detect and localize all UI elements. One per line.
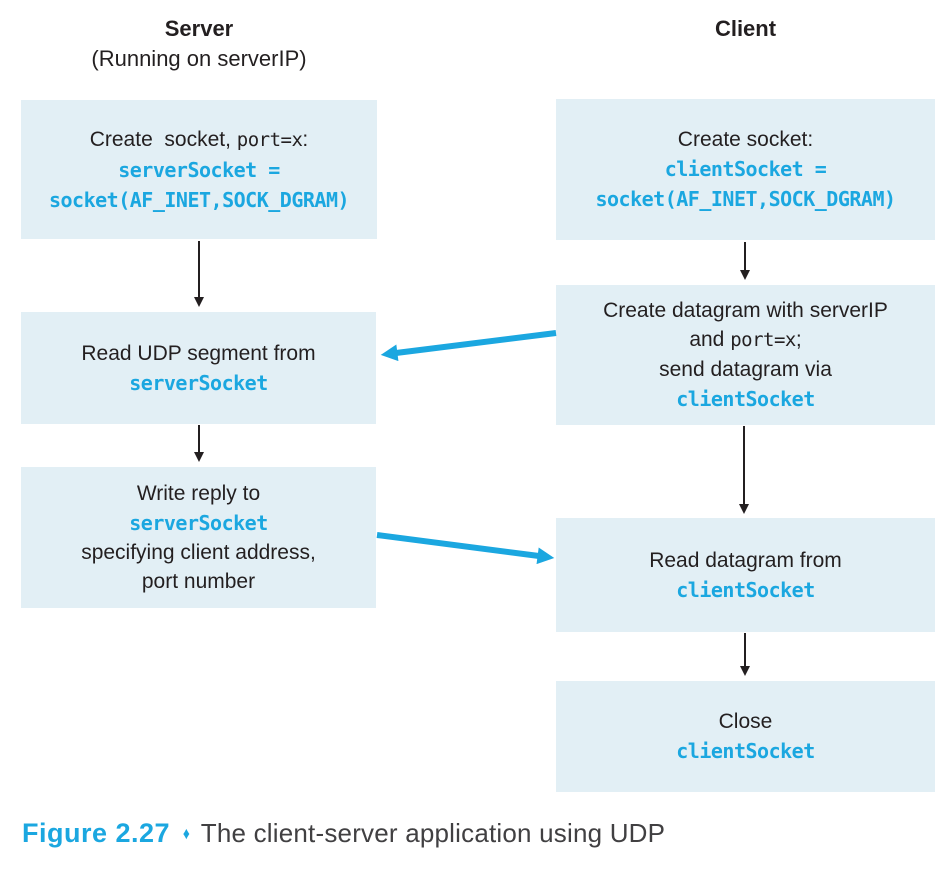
server-create-text: Create socket, <box>89 127 237 151</box>
server-column-title: Server (Running on serverIP) <box>21 14 377 74</box>
figure-caption-label: Figure 2.27 <box>22 818 171 848</box>
server-read-text: Read UDP segment from <box>81 341 316 365</box>
client-close-text: Close <box>718 710 773 733</box>
server-create-socket-box: Create socket, port=x: serverSocket = so… <box>21 100 377 239</box>
client-close-socket-code: clientSocket <box>676 739 815 763</box>
server-socket-call-code: socket(AF_INET,SOCK_DGRAM) <box>48 187 350 212</box>
server-write-text: Write reply to <box>136 482 261 505</box>
client-create-socket-box: Create socket: clientSocket = socket(AF_… <box>556 99 935 240</box>
client-datagram-socket-code: clientSocket <box>676 387 815 411</box>
arrow-client-request-to-server <box>380 330 557 362</box>
server-subtitle: (Running on serverIP) <box>91 46 307 71</box>
server-read-socket-code: serverSocket <box>129 370 268 395</box>
server-create-port-code: port=x <box>236 128 303 151</box>
figure-caption: Figure 2.27 ♦ The client-server applicat… <box>22 818 665 849</box>
client-datagram-and: and <box>689 328 731 351</box>
client-datagram-text-3: send datagram via <box>659 358 832 381</box>
figure-caption-text: The client-server application using UDP <box>200 818 666 848</box>
server-create-colon: : <box>302 127 309 151</box>
server-title: Server <box>164 16 234 41</box>
arrow-server-reply-to-client <box>376 532 555 565</box>
client-column-title: Client <box>556 14 935 44</box>
client-read-socket-code: clientSocket <box>676 577 815 602</box>
server-socket-assign-code: serverSocket = <box>118 157 280 182</box>
server-write-reply-box: Write reply to serverSocket specifying c… <box>21 467 376 608</box>
client-socket-call-code: socket(AF_INET,SOCK_DGRAM) <box>595 187 896 211</box>
client-create-text: Create socket: <box>677 128 814 151</box>
client-title: Client <box>714 16 777 41</box>
client-create-datagram-box: Create datagram with serverIP and port=x… <box>556 285 935 425</box>
server-write-detail-2: port number <box>141 570 256 593</box>
diamond-icon: ♦ <box>182 823 190 843</box>
client-datagram-text-2: and port=x; <box>689 325 801 355</box>
server-read-segment-box: Read UDP segment from serverSocket <box>21 312 376 424</box>
client-datagram-semicolon: ; <box>795 328 802 351</box>
client-close-box: Close clientSocket <box>556 681 935 792</box>
client-read-datagram-box: Read datagram from clientSocket <box>556 518 935 632</box>
server-create-line: Create socket, port=x: <box>90 125 309 155</box>
client-datagram-port-code: port=x <box>730 329 796 351</box>
server-write-detail-1: specifying client address, <box>81 541 316 564</box>
client-datagram-text-1: Create datagram with serverIP <box>603 299 888 322</box>
server-write-socket-code: serverSocket <box>129 511 268 535</box>
client-socket-assign-code: clientSocket = <box>664 157 827 181</box>
client-read-text: Read datagram from <box>649 548 842 572</box>
